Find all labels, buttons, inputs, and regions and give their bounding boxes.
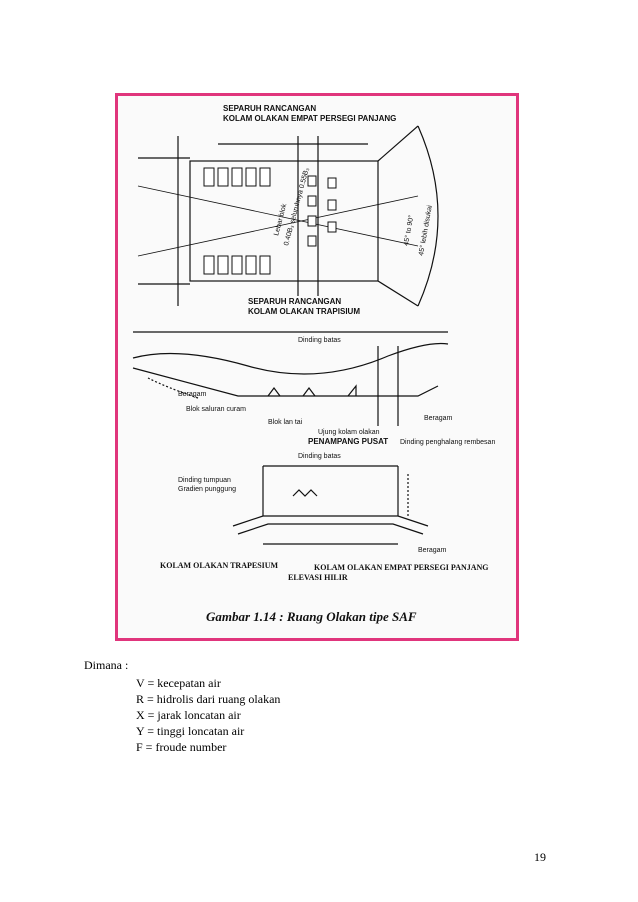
blok-lantai-label: Blok lan tai (268, 419, 303, 426)
blok-saluran-curam-label: Blok saluran curam (186, 406, 246, 413)
legend: Dimana : V = kecepatan air R = hidrolis … (84, 657, 280, 755)
page-number: 19 (534, 850, 546, 864)
legend-item-r: R = hidrolis dari ruang olakan (136, 692, 281, 706)
ujung-kolam-label: Ujung kolam olakan (318, 429, 380, 436)
legend-heading: Dimana : (84, 658, 129, 672)
downstream-elevation (232, 465, 429, 545)
plan-bottom-title-1: SEPARUH RANCANGAN (248, 297, 341, 306)
figure-frame: SEPARUH RANCANGAN KOLAM OLAKAN EMPAT PER… (115, 93, 519, 641)
kolam-persegi-label: KOLAM OLAKAN EMPAT PERSEGI PANJANG (314, 563, 489, 572)
chute-blocks (203, 167, 337, 275)
beragam-right-label: Beragam (424, 415, 453, 422)
gradien-punggung-label: Gradien punggung (178, 486, 236, 493)
dinding-batas-label: Dinding batas (298, 337, 341, 344)
plan-bottom-title-2: KOLAM OLAKAN TRAPISIUM (248, 307, 360, 316)
plan-top-title-2: KOLAM OLAKAN EMPAT PERSEGI PANJANG (223, 114, 396, 123)
dinding-tumpuan-label: Dinding tumpuan (178, 477, 231, 484)
legend-item-y: Y = tinggi loncatan air (136, 724, 245, 738)
saf-stilling-basin-drawing: SEPARUH RANCANGAN KOLAM OLAKAN EMPAT PER… (118, 96, 516, 638)
kolam-trapesium-label: KOLAM OLAKAN TRAPESIUM (160, 561, 279, 570)
dinding-penghalang-label: Dinding penghalang rembesan (400, 439, 495, 446)
beragam-label: Beragam (178, 391, 207, 398)
figure-caption: Gambar 1.14 : Ruang Olakan tipe SAF (206, 609, 417, 624)
legend-item-v: V = kecepatan air (136, 676, 221, 690)
legend-item-x: X = jarak loncatan air (136, 708, 241, 722)
plan-top-title-1: SEPARUH RANCANGAN (223, 104, 316, 113)
penampang-pusat-label: PENAMPANG PUSAT (308, 437, 388, 446)
center-section (132, 331, 449, 426)
plan-view (137, 125, 439, 307)
legend-item-f: F = froude number (136, 740, 227, 754)
dinding-batas-2-label: Dinding batas (298, 453, 341, 460)
elevasi-hilir-label: ELEVASI HILIR (288, 573, 348, 582)
beragam-2-label: Beragam (418, 547, 447, 554)
